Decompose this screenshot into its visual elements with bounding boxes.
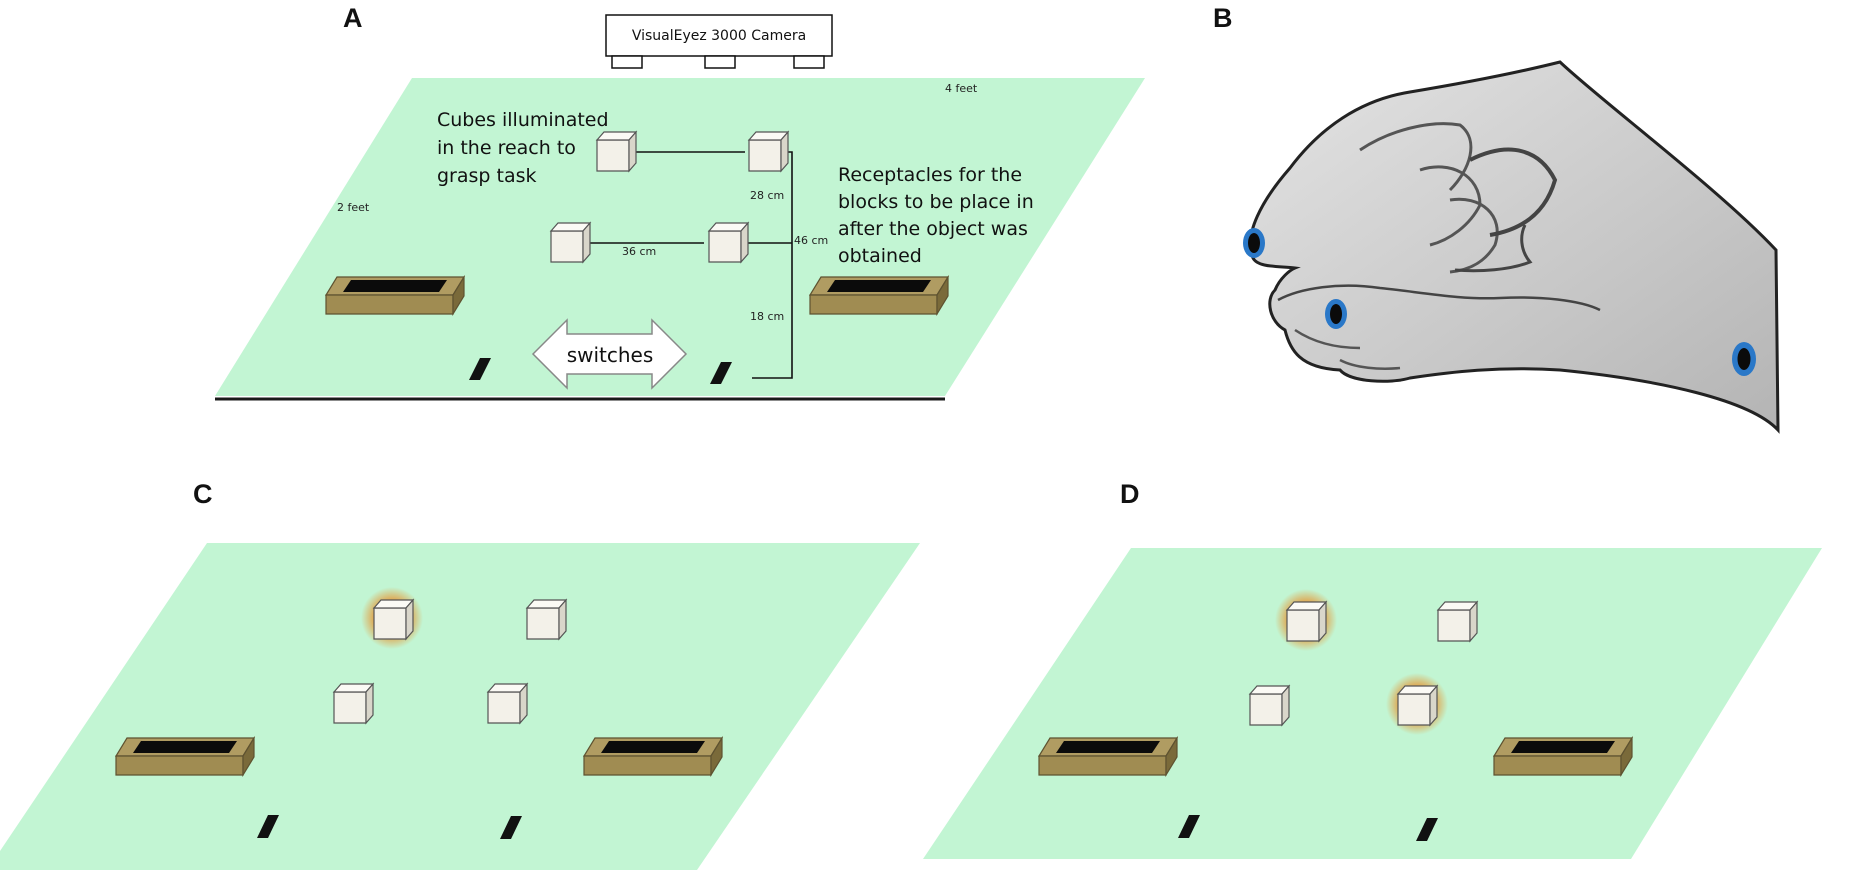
panel-d: D bbox=[923, 479, 1822, 859]
dim-depth: 2 feet bbox=[337, 201, 370, 214]
camera: VisualEyez 3000 Camera bbox=[605, 14, 833, 69]
cubes-note-line-2: in the reach to bbox=[437, 137, 576, 159]
switch-a-right bbox=[710, 362, 732, 384]
marker-wrist bbox=[1732, 342, 1756, 376]
table-surface bbox=[215, 78, 1145, 396]
switch-d-right bbox=[1416, 818, 1438, 841]
cube-c-1 bbox=[373, 599, 414, 640]
camera-label: VisualEyez 3000 Camera bbox=[632, 28, 806, 44]
switch-d-left bbox=[1178, 815, 1200, 838]
cubes-note-line-3: grasp task bbox=[437, 165, 537, 187]
receptacle-c-left bbox=[115, 737, 255, 776]
panel-b: B bbox=[1213, 3, 1780, 434]
cubes-note-line-1: Cubes illuminated bbox=[437, 109, 609, 131]
receptacle-c-right bbox=[583, 737, 723, 776]
dist-18: 18 cm bbox=[750, 310, 784, 323]
cube-d-3 bbox=[1249, 685, 1290, 726]
cube-d-1 bbox=[1286, 601, 1327, 642]
receptacle-d-left bbox=[1038, 737, 1178, 776]
switches-arrow: switches bbox=[531, 318, 688, 390]
table-surface-c bbox=[0, 543, 920, 870]
receptacle-a-right bbox=[809, 276, 949, 315]
cube-c-3 bbox=[333, 683, 374, 724]
panel-label-d: D bbox=[1120, 479, 1140, 509]
dim-width: 4 feet bbox=[945, 82, 978, 95]
receptacles-note-line-1: Receptacles for the bbox=[838, 164, 1022, 186]
switches-label: switches bbox=[567, 343, 654, 367]
dist-46: 46 cm bbox=[794, 234, 828, 247]
panel-a: A VisualEyez 3000 Camera 4 feet 2 feet C… bbox=[215, 3, 1145, 401]
receptacles-note-line-4: obtained bbox=[838, 245, 922, 267]
switch-c-right bbox=[500, 816, 522, 839]
panel-c: C bbox=[0, 479, 920, 870]
marker-thumb bbox=[1325, 299, 1347, 329]
cube-d-2 bbox=[1437, 601, 1478, 642]
switch-c-left bbox=[257, 815, 279, 838]
cube-a-2 bbox=[748, 131, 789, 172]
switch-a-left bbox=[469, 358, 491, 380]
cube-c-2 bbox=[526, 599, 567, 640]
receptacle-a-left bbox=[325, 276, 465, 315]
gloved-hand-illustration bbox=[1248, 60, 1780, 434]
cube-d-4 bbox=[1397, 685, 1438, 726]
receptacles-note-line-2: blocks to be place in bbox=[838, 191, 1034, 213]
dist-36: 36 cm bbox=[622, 245, 656, 258]
table-surface-d bbox=[923, 548, 1822, 859]
dist-28: 28 cm bbox=[750, 189, 784, 202]
cube-c-4 bbox=[487, 683, 528, 724]
cube-a-1 bbox=[596, 131, 637, 172]
panel-label-a: A bbox=[343, 3, 363, 33]
cube-a-3 bbox=[550, 222, 591, 263]
receptacles-note-line-3: after the object was bbox=[838, 218, 1028, 240]
receptacle-d-right bbox=[1493, 737, 1633, 776]
panel-label-b: B bbox=[1213, 3, 1233, 33]
marker-index-finger bbox=[1243, 228, 1265, 258]
cube-a-4 bbox=[708, 222, 749, 263]
panel-label-c: C bbox=[193, 479, 213, 509]
